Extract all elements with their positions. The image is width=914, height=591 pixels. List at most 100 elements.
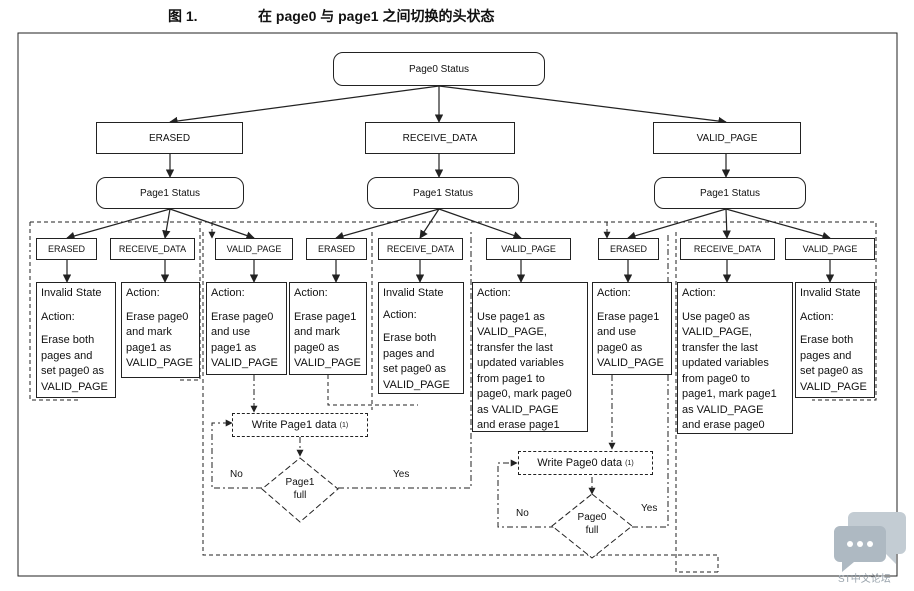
- action-line: pages and: [383, 347, 435, 360]
- action-line: VALID_PAGE: [383, 378, 450, 391]
- page1-erased-node-3: ERASED: [598, 238, 659, 260]
- action-line: and use: [597, 326, 637, 338]
- write-page1-label: Write Page1 data: [251, 419, 337, 431]
- page1-status-node-middle: Page1 Status: [367, 177, 519, 209]
- page1-valid-page-node-3: VALID_PAGE: [785, 238, 875, 260]
- action-erase-page1-use-page0: Action: Erase page1 and use page0 as VAL…: [592, 282, 672, 375]
- action-line: page1 as: [211, 341, 257, 354]
- action-line: set page0 as: [41, 365, 104, 377]
- action-line: page0 as: [597, 341, 643, 354]
- page1-valid-page-node-1: VALID_PAGE: [215, 238, 293, 260]
- write-page1-data-node: Write Page1 data (1): [232, 413, 368, 437]
- action-line: VALID_PAGE,: [477, 326, 547, 338]
- action-line: VALID_PAGE,: [682, 326, 752, 338]
- action-line: page1, mark page1: [682, 388, 777, 400]
- action-title: Action:: [126, 287, 160, 299]
- action-line: VALID_PAGE: [41, 380, 108, 393]
- decision-line: full: [585, 525, 599, 536]
- page0-status-node: Page0 Status: [333, 52, 545, 86]
- page1-full-label: Page1 full: [275, 476, 325, 502]
- action-line: and use: [211, 326, 251, 338]
- no-label-2: No: [516, 508, 529, 519]
- figure-title: 图 1. 在 page0 与 page1 之间切换的头状态: [0, 6, 914, 26]
- figure-number: 图 1.: [168, 8, 198, 24]
- action-line: updated variables: [682, 357, 769, 369]
- page0-full-label: Page0 full: [567, 511, 617, 537]
- action-line: page0 as: [294, 341, 340, 354]
- action-line: VALID_PAGE: [597, 357, 664, 369]
- action-line: transfer the last: [682, 341, 758, 354]
- footnote-ref: (1): [625, 459, 634, 467]
- action-line: from page0 to: [682, 372, 750, 385]
- action-line: pages and: [41, 349, 93, 362]
- page0-full-diamond: [551, 493, 633, 559]
- yes-label-1: Yes: [393, 469, 410, 480]
- action-line: and mark: [126, 326, 172, 338]
- action-title: Action:: [211, 287, 245, 299]
- action-line: Erase both: [383, 332, 437, 344]
- action-line: as VALID_PAGE: [477, 403, 559, 416]
- action-line: VALID_PAGE: [800, 380, 867, 393]
- action-erase-page1-mark-page0: Action: Erase page1 and mark page0 as VA…: [289, 282, 367, 375]
- action-line: Erase page0: [211, 310, 274, 323]
- page1-receive-data-node-1: RECEIVE_DATA: [110, 238, 195, 260]
- action-subtitle: Action:: [383, 308, 417, 321]
- action-subtitle: Action:: [41, 310, 75, 323]
- page0-receive-data-node: RECEIVE_DATA: [365, 122, 515, 154]
- decision-line: full: [293, 490, 307, 501]
- watermark-text: ST中文论坛: [838, 574, 891, 585]
- action-invalid-state-2: Invalid State Action: Erase both pages a…: [378, 282, 464, 394]
- page1-status-node-left: Page1 Status: [96, 177, 244, 209]
- action-line: Erase both: [41, 334, 95, 346]
- action-line: page0, mark page0: [477, 388, 572, 400]
- page0-valid-page-node: VALID_PAGE: [653, 122, 801, 154]
- action-erase-page0-mark-page1: Action: Erase page0 and mark page1 as VA…: [121, 282, 200, 378]
- action-line: Erase page0: [126, 310, 189, 323]
- action-line: VALID_PAGE: [294, 357, 361, 369]
- action-line: pages and: [800, 349, 852, 362]
- action-transfer-page1-to-page0: Action: Use page1 as VALID_PAGE, transfe…: [472, 282, 588, 432]
- action-erase-page0-use-page1: Action: Erase page0 and use page1 as VAL…: [206, 282, 287, 375]
- action-line: updated variables: [477, 357, 564, 369]
- action-line: page1 as: [126, 341, 172, 354]
- action-line: VALID_PAGE: [211, 357, 278, 369]
- page1-status-node-right: Page1 Status: [654, 177, 806, 209]
- write-page0-data-node: Write Page0 data (1): [518, 451, 653, 475]
- action-title: Action:: [477, 287, 511, 299]
- action-invalid-state-1: Invalid State Action: Erase both pages a…: [36, 282, 116, 398]
- action-line: from page1 to: [477, 372, 545, 385]
- action-title: Action:: [597, 287, 631, 299]
- yes-label-2: Yes: [641, 503, 658, 514]
- write-page0-label: Write Page0 data: [537, 457, 623, 469]
- page1-receive-data-node-3: RECEIVE_DATA: [680, 238, 775, 260]
- outer-frame: [17, 32, 898, 577]
- action-line: Erase page1: [597, 310, 660, 323]
- footnote-ref: (1): [339, 421, 349, 429]
- action-title: Action:: [294, 287, 328, 299]
- action-line: Use page1 as: [477, 310, 545, 323]
- action-subtitle: Action:: [800, 310, 834, 323]
- action-line: transfer the last: [477, 341, 553, 354]
- action-line: set page0 as: [800, 365, 863, 377]
- decision-line: Page1: [285, 477, 315, 488]
- action-line: Erase page1: [294, 310, 357, 323]
- action-title: Invalid State: [41, 287, 102, 299]
- page1-erased-node-2: ERASED: [306, 238, 367, 260]
- page1-receive-data-node-2: RECEIVE_DATA: [378, 238, 463, 260]
- figure-caption: 在 page0 与 page1 之间切换的头状态: [258, 8, 495, 24]
- decision-line: Page0: [577, 512, 607, 523]
- forum-chat-logo-icon: [834, 512, 906, 572]
- action-line: and mark: [294, 326, 340, 338]
- action-title: Action:: [682, 287, 716, 299]
- page0-erased-node: ERASED: [96, 122, 243, 154]
- action-invalid-state-3: Invalid State Action: Erase both pages a…: [795, 282, 875, 398]
- action-line: set page0 as: [383, 363, 446, 375]
- action-title: Invalid State: [800, 287, 861, 299]
- action-line: and erase page1: [477, 419, 560, 431]
- action-line: Use page0 as: [682, 310, 750, 323]
- page1-valid-page-node-2: VALID_PAGE: [486, 238, 571, 260]
- action-line: and erase page0: [682, 419, 765, 431]
- page1-full-diamond: [261, 457, 339, 523]
- action-line: VALID_PAGE: [126, 357, 193, 369]
